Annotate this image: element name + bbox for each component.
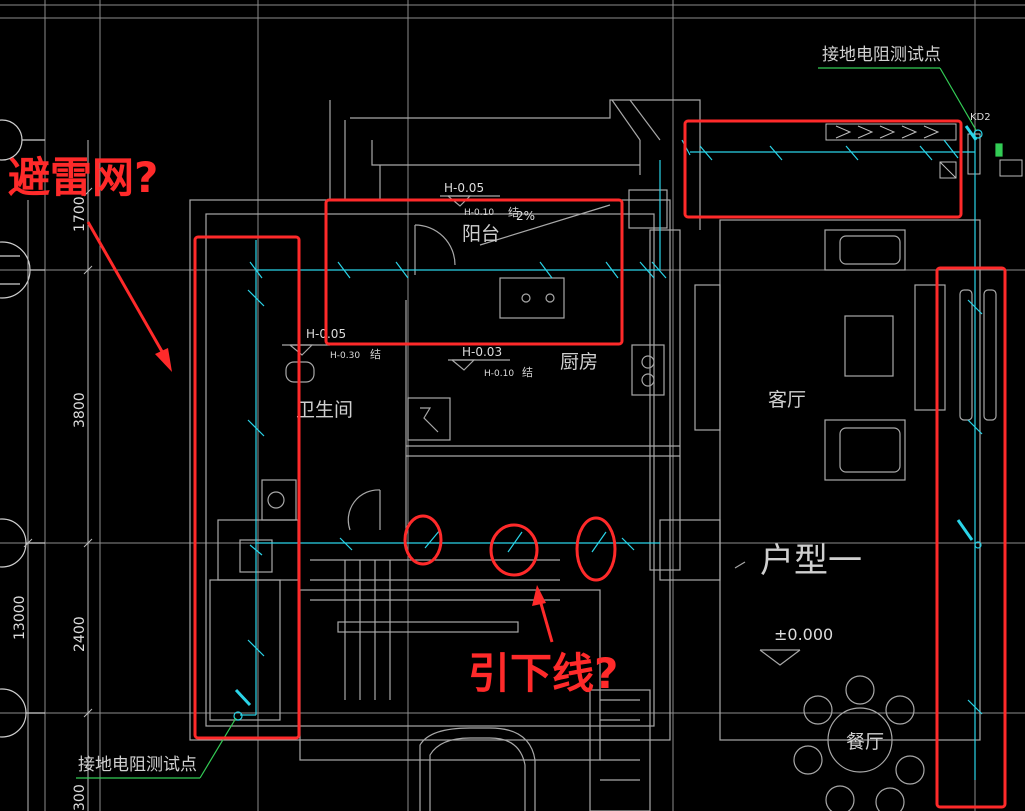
kd2-label: KD2 [970,112,991,123]
room-kitchen: 厨房 [560,351,598,373]
arrow-shaft-left [86,221,170,363]
slope-label: 2% [516,209,535,223]
building-walls [189,99,997,811]
balcony-level-sub: H-0.10 [464,208,494,218]
elevation-label: ±0.000 [774,625,833,644]
structure-mark-3: 结 [522,366,533,379]
dim-13000: 13000 [12,595,28,640]
red-annotations [86,119,1007,809]
dim-2400: 2400 [72,616,88,652]
highlight-box-right-wall [935,266,1007,809]
structure-mark-2: 结 [370,348,381,361]
annotation-down-conductor: 引下线? [468,649,618,698]
highlight-box-left-wall [193,235,301,740]
cad-labels: 接地电阻测试点 KD2 H-0.05 H-0.10 结 2% 阳台 H-0.05… [78,45,991,775]
dim-300: 300 [72,784,88,811]
kitchen-level: H-0.03 [462,345,502,359]
room-dining: 餐厅 [846,731,884,753]
room-living: 客厅 [768,389,806,411]
ground-test-markers [233,129,983,721]
dimension-texts: 1700 3800 13000 2400 300 [12,196,88,811]
annotation-lightning-net: 避雷网? [8,153,158,202]
structure-mark-1: 结 [508,206,519,219]
highlight-circle-2 [489,523,539,577]
unit-type-label: 户型一 [760,541,862,581]
room-balcony: 阳台 [462,223,500,245]
highlight-circle-3 [575,516,617,582]
arrowhead-bottom [532,585,546,606]
balcony-hatch [825,123,1023,179]
balcony-level: H-0.05 [444,181,484,195]
axis-bubbles [0,119,45,738]
dim-1700: 1700 [72,196,88,232]
ground-test-point-bottom: 接地电阻测试点 [78,755,197,775]
kitchen-level-sub: H-0.10 [484,369,514,379]
dim-3800: 3800 [72,392,88,428]
arrow-shaft-bottom [538,599,554,643]
ground-test-point-top: 接地电阻测试点 [822,45,941,65]
arrowhead-left [155,348,172,372]
toilet-level-sub: H-0.30 [330,351,360,361]
lightning-protection-lines [234,125,983,780]
highlight-box-balcony [324,198,624,346]
room-toilet: 卫生间 [296,399,353,421]
red-arrowheads [155,348,546,606]
leader-lines [76,67,1003,779]
highlight-box-top-right [683,119,963,219]
highlight-circle-1 [403,514,443,566]
dimension-lines [23,140,93,811]
